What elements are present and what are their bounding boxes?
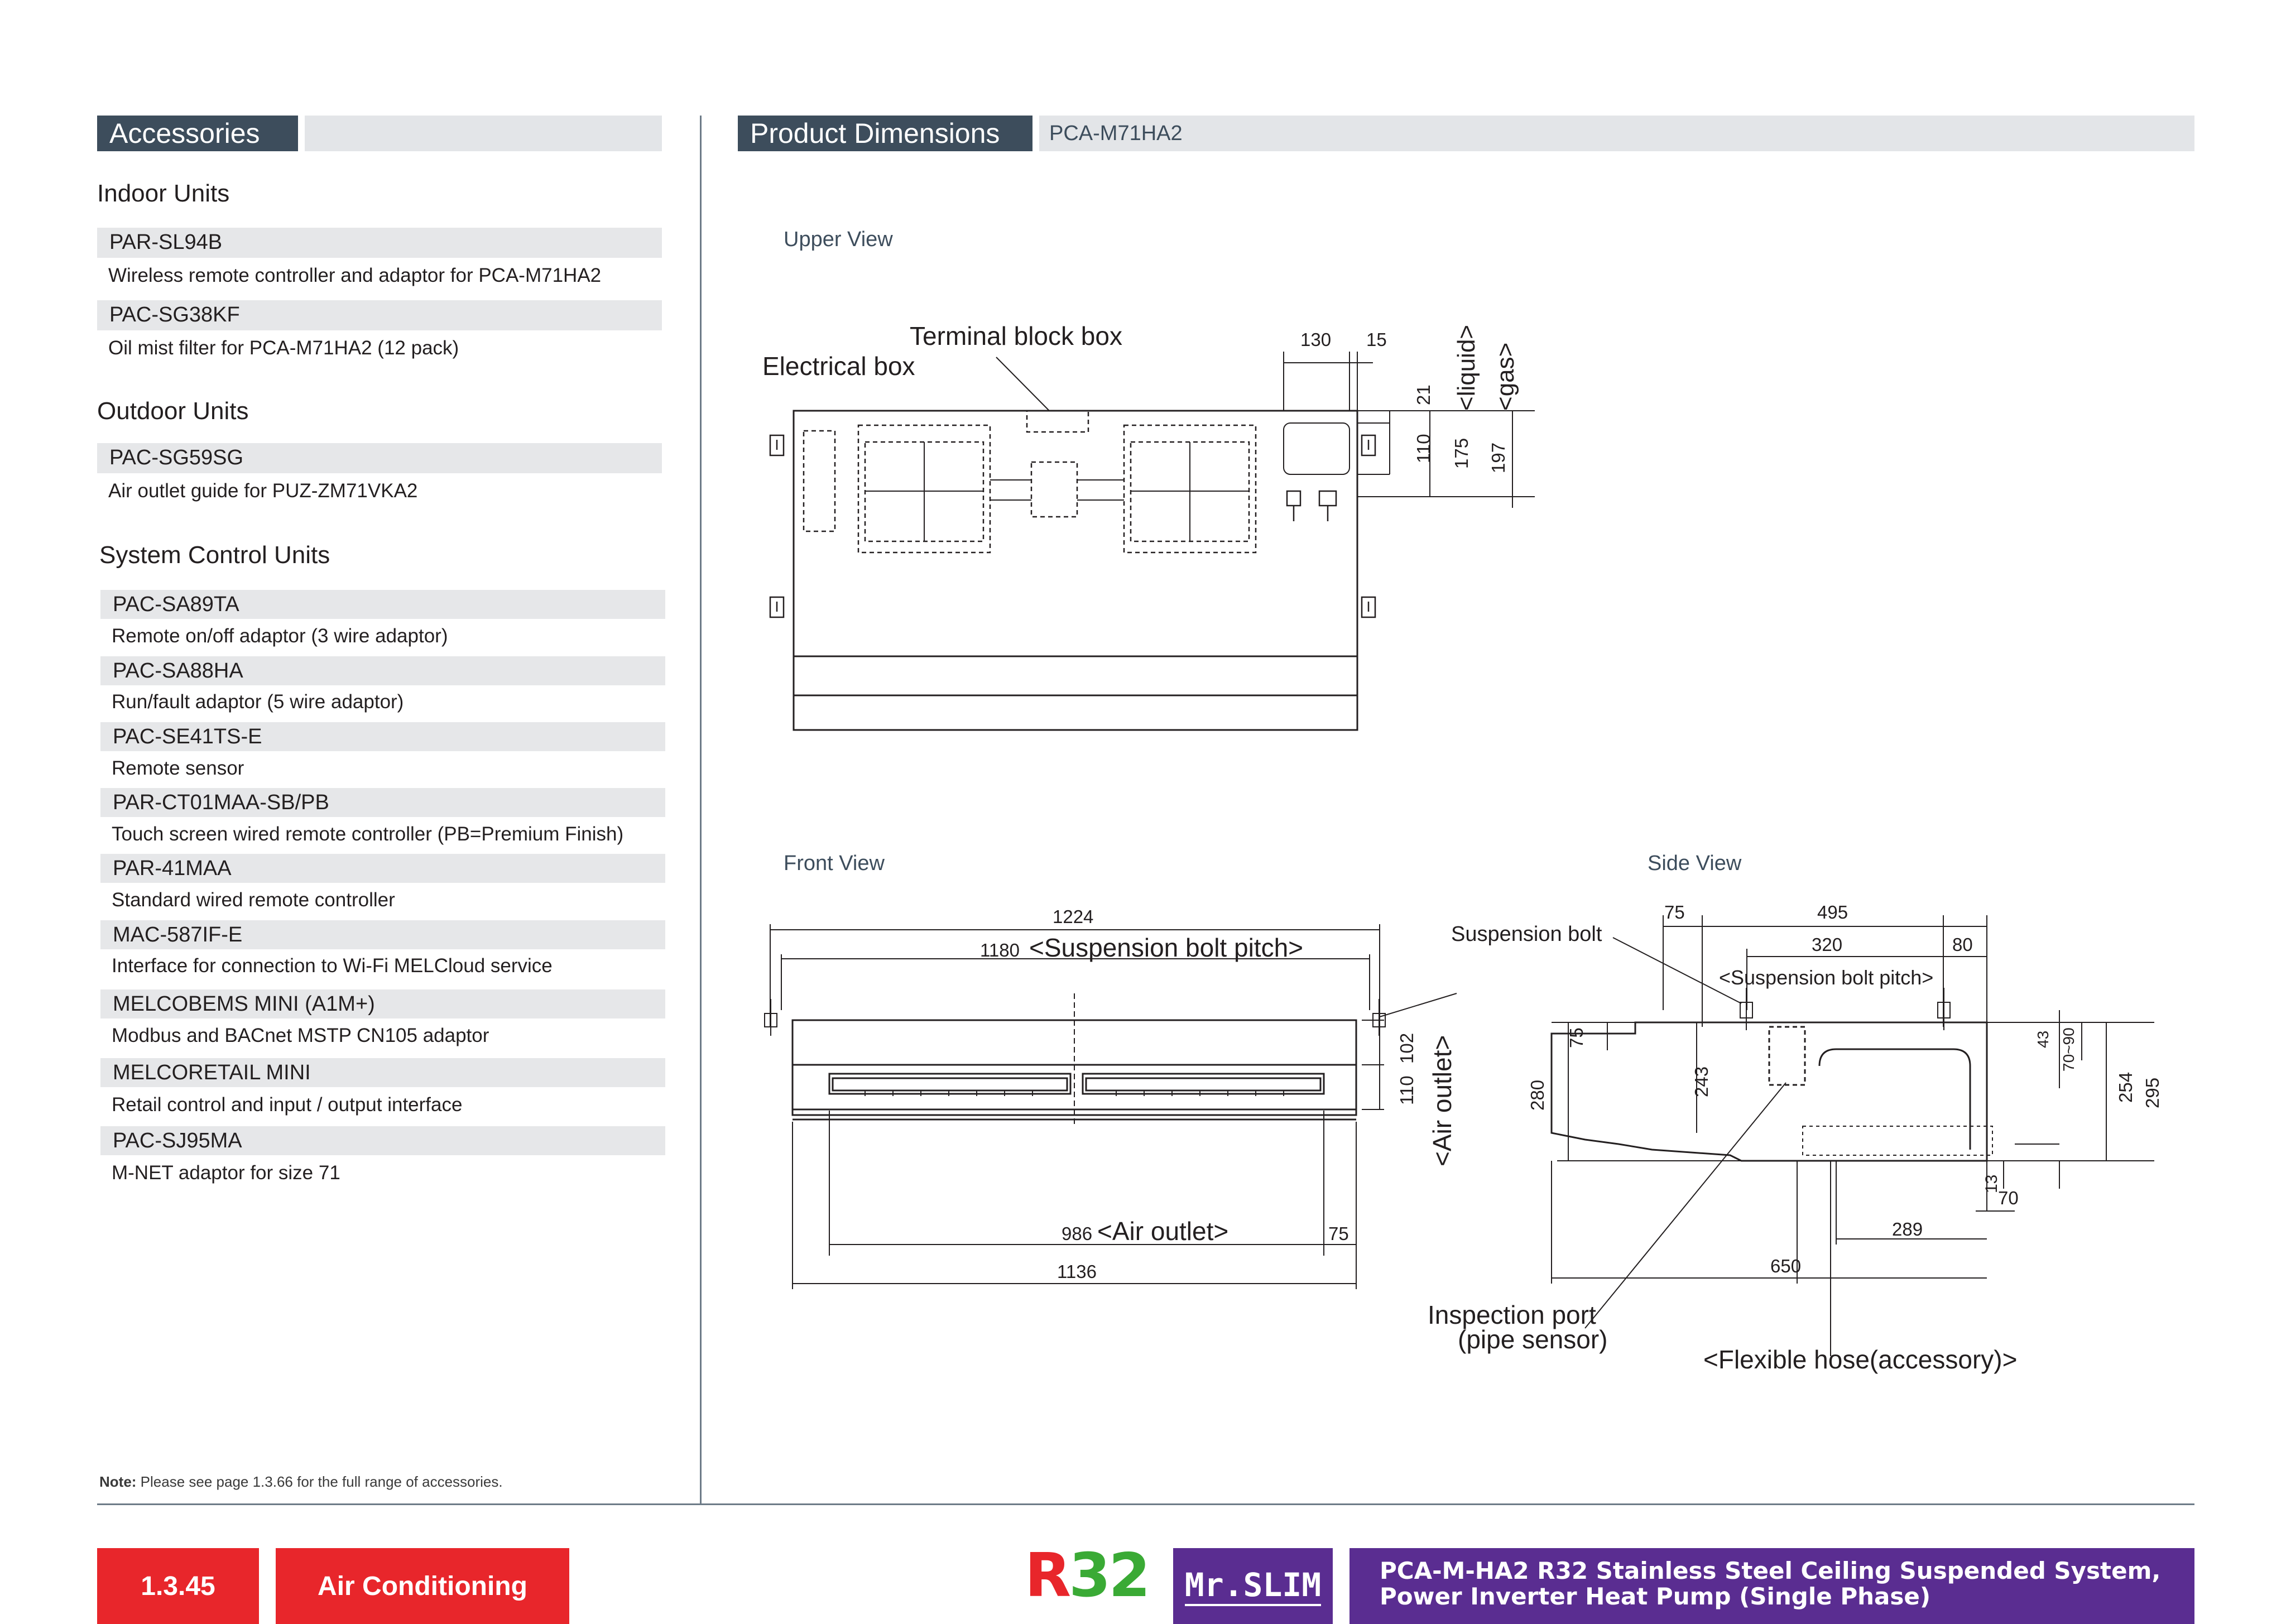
- svg-text:<Suspension bolt pitch>: <Suspension bolt pitch>: [1029, 933, 1303, 962]
- footnote: Note: Please see page 1.3.66 for the ful…: [99, 1473, 503, 1490]
- accessory-desc: Modbus and BACnet MSTP CN105 adaptor: [112, 1025, 489, 1046]
- accessory-code: PAC-SJ95MA: [100, 1126, 665, 1155]
- svg-text:<gas>: <gas>: [1492, 343, 1519, 411]
- accessory-code: PAC-SE41TS-E: [100, 722, 665, 751]
- group-title-outdoor: Outdoor Units: [97, 397, 249, 425]
- accessory-desc: Oil mist filter for PCA-M71HA2 (12 pack): [108, 337, 459, 359]
- accessory-desc: Retail control and input / output interf…: [112, 1094, 463, 1116]
- accessory-desc: Wireless remote controller and adaptor f…: [108, 265, 602, 286]
- svg-text:13: 13: [1982, 1175, 2001, 1193]
- accessory-code: PAR-41MAA: [100, 854, 665, 883]
- page-number: 1.3.45: [97, 1548, 259, 1624]
- svg-text:<Air outlet>: <Air outlet>: [1428, 1035, 1457, 1166]
- svg-text:986: 986: [1062, 1223, 1092, 1244]
- svg-text:<Air outlet>: <Air outlet>: [1097, 1217, 1228, 1246]
- svg-text:320: 320: [1812, 934, 1842, 955]
- accessory-desc: Air outlet guide for PUZ-ZM71VKA2: [108, 480, 418, 502]
- accessory-desc: Remote sensor: [112, 757, 244, 779]
- svg-text:254: 254: [2115, 1072, 2136, 1103]
- svg-text:1180: 1180: [980, 940, 1020, 960]
- group-title-indoor: Indoor Units: [97, 180, 230, 207]
- accessory-desc: Standard wired remote controller: [112, 889, 395, 911]
- model-code: PCA-M71HA2: [1049, 122, 1183, 145]
- accessories-header-bar: [305, 116, 662, 151]
- svg-text:110: 110: [1413, 434, 1434, 463]
- group-title-system-control: System Control Units: [99, 541, 330, 569]
- accessory-desc: Remote on/off adaptor (3 wire adaptor): [112, 625, 448, 647]
- accessory-desc: M-NET adaptor for size 71: [112, 1162, 340, 1184]
- svg-text:75: 75: [1566, 1027, 1587, 1048]
- side-view-label: Side View: [1648, 852, 1742, 875]
- accessory-code: PAR-CT01MAA-SB/PB: [100, 788, 665, 817]
- accessory-desc: Touch screen wired remote controller (PB…: [112, 823, 624, 845]
- side-bolts: [1740, 988, 1993, 1156]
- svg-text:110: 110: [1396, 1075, 1417, 1105]
- svg-text:295: 295: [2142, 1078, 2163, 1108]
- svg-text:495: 495: [1817, 902, 1848, 922]
- accessory-code: PAC-SG38KF: [97, 300, 662, 330]
- accessory-code: MAC-587IF-E: [100, 920, 665, 949]
- accessory-desc: Interface for connection to Wi-Fi MELClo…: [112, 955, 553, 977]
- svg-text:21: 21: [1413, 385, 1434, 405]
- svg-text:175: 175: [1451, 438, 1472, 469]
- accessory-code: PAR-SL94B: [97, 228, 662, 258]
- svg-text:650: 650: [1770, 1256, 1801, 1276]
- accessory-code: MELCORETAIL MINI: [100, 1058, 665, 1087]
- svg-text:<liquid>: <liquid>: [1453, 325, 1480, 411]
- svg-text:289: 289: [1892, 1219, 1923, 1239]
- unit-side-outline: [1550, 1021, 1988, 1162]
- label-electrical-box: Electrical box: [762, 352, 915, 381]
- svg-text:75: 75: [1664, 902, 1685, 922]
- accessory-code: PAC-SG59SG: [97, 443, 662, 473]
- front-view-drawing: 1224 1180 <Suspension bolt pitch> 102 11…: [764, 906, 1457, 1289]
- electrical-box: [803, 430, 836, 532]
- side-view-drawing: Suspension bolt 75 495 320 80 <Suspensio…: [1428, 902, 2163, 1374]
- model-bar: [1039, 116, 2194, 151]
- svg-text:280: 280: [1527, 1080, 1548, 1111]
- svg-text:(pipe sensor): (pipe sensor): [1458, 1325, 1607, 1354]
- accessory-desc: Run/fault adaptor (5 wire adaptor): [112, 691, 404, 713]
- mount-brackets: [769, 434, 1376, 618]
- svg-text:197: 197: [1488, 443, 1509, 473]
- svg-text:130: 130: [1300, 329, 1331, 350]
- suspension-bolts: [764, 999, 1386, 1036]
- svg-text:Suspension bolt: Suspension bolt: [1451, 922, 1602, 946]
- upper-view-drawing: Terminal block box Electrical box 130 15…: [762, 321, 1535, 731]
- svg-text:Inspection port: Inspection port: [1428, 1300, 1596, 1329]
- svg-text:43: 43: [2034, 1031, 2052, 1048]
- accessory-code: PAC-SA89TA: [100, 590, 665, 619]
- svg-text:1224: 1224: [1053, 906, 1093, 927]
- footer-rule: [97, 1503, 2194, 1505]
- mr-slim-logo: Mr.SLIM: [1173, 1548, 1333, 1624]
- r32-logo: R32: [1025, 1541, 1150, 1611]
- product-title: PCA-M-HA2 R32 Stainless Steel Ceiling Su…: [1349, 1548, 2194, 1624]
- accessories-header: Accessories: [97, 116, 298, 151]
- svg-text:<Flexible hose(accessory)>: <Flexible hose(accessory)>: [1703, 1345, 2017, 1374]
- section-name: Air Conditioning: [276, 1548, 569, 1624]
- accessory-code: MELCOBEMS MINI (A1M+): [100, 989, 665, 1018]
- column-divider: [700, 116, 702, 1504]
- svg-text:<Suspension bolt pitch>: <Suspension bolt pitch>: [1719, 966, 1933, 989]
- label-terminal-block-box: Terminal block box: [910, 321, 1122, 350]
- unit-outline: [793, 410, 1358, 731]
- svg-text:75: 75: [1328, 1223, 1349, 1244]
- terminal-block-box: [1026, 410, 1089, 433]
- svg-text:1136: 1136: [1057, 1261, 1097, 1282]
- svg-text:70~90: 70~90: [2060, 1027, 2077, 1072]
- svg-text:80: 80: [1952, 934, 1973, 955]
- svg-text:243: 243: [1691, 1066, 1712, 1097]
- accessory-code: PAC-SA88HA: [100, 656, 665, 685]
- product-dimensions-header: Product Dimensions: [738, 116, 1032, 151]
- svg-text:70: 70: [1998, 1188, 2019, 1208]
- front-view-label: Front View: [784, 852, 885, 875]
- svg-text:15: 15: [1366, 329, 1387, 350]
- svg-text:102: 102: [1396, 1033, 1417, 1064]
- upper-view-label: Upper View: [784, 228, 893, 251]
- louver-ticks: [865, 1090, 1284, 1096]
